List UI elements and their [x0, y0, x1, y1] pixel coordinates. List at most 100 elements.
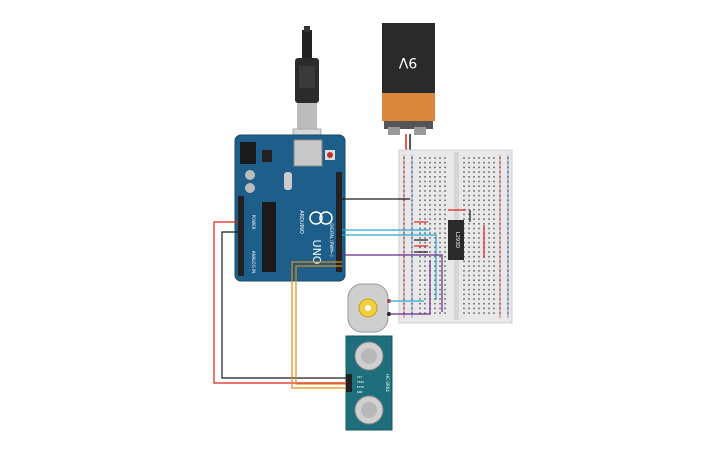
breadboard-hole — [403, 208, 405, 211]
breadboard-hole — [444, 279, 446, 281]
breadboard-hole — [483, 171, 485, 173]
ultrasonic-label: HC-SR04 — [385, 374, 390, 392]
breadboard-hole — [468, 185, 470, 187]
breadboard-hole — [439, 302, 441, 305]
breadboard-hole — [411, 270, 413, 272]
breadboard-hole — [463, 166, 465, 169]
breadboard-hole — [403, 218, 405, 220]
breadboard-hole — [493, 279, 495, 281]
breadboard-hole — [403, 194, 405, 197]
wire-purple-signal[interactable] — [342, 254, 443, 312]
breadboard-hole — [493, 270, 495, 272]
breadboard-hole — [493, 241, 495, 244]
breadboard-hole — [493, 180, 495, 183]
breadboard-hole — [499, 312, 501, 314]
breadboard-hole — [429, 199, 431, 202]
dc-motor[interactable] — [347, 283, 391, 333]
breadboard-hole — [507, 246, 509, 249]
breadboard-hole — [419, 260, 421, 263]
ic-l293d[interactable]: L293D — [448, 220, 464, 260]
breadboard-hole — [478, 312, 480, 314]
breadboard-hole — [488, 180, 490, 183]
breadboard-hole — [507, 284, 509, 286]
ultrasonic-pin-trig: TRIG — [357, 380, 364, 384]
breadboard-hole — [424, 227, 426, 230]
breadboard-hole — [473, 293, 475, 296]
breadboard-hole — [507, 232, 509, 234]
wire-ultrasonic-gnd[interactable] — [221, 231, 346, 379]
breadboard-hole — [403, 270, 405, 272]
breadboard-hole — [473, 176, 475, 178]
breadboard-hole — [419, 293, 421, 296]
breadboard-hole — [483, 284, 485, 286]
breadboard-hole — [439, 241, 441, 244]
breadboard-hole — [493, 171, 495, 173]
breadboard-hole — [403, 166, 405, 169]
breadboard-hole — [434, 251, 436, 253]
breadboard-hole — [468, 166, 470, 169]
breadboard-hole — [488, 213, 490, 216]
breadboard-hole — [488, 199, 490, 202]
breadboard-hole — [468, 312, 470, 314]
breadboard-hole — [434, 298, 436, 300]
breadboard-hole — [429, 241, 431, 244]
breadboard-hole — [493, 237, 495, 239]
breadboard-hole — [463, 161, 465, 164]
ultrasonic-sensor[interactable]: HC-SR04 VCC TRIG ECHO GND — [345, 335, 393, 431]
breadboard-hole — [444, 265, 446, 267]
breadboard-hole — [444, 213, 446, 216]
breadboard-hole — [493, 307, 495, 310]
wire-blue-signal-2[interactable] — [342, 234, 437, 300]
breadboard-hole — [499, 270, 501, 272]
breadboard-hole — [411, 204, 413, 206]
wire-ultrasonic-trig[interactable] — [291, 261, 346, 389]
breadboard-hole — [424, 194, 426, 197]
breadboard-hole — [419, 227, 421, 230]
breadboard-hole — [424, 288, 426, 291]
breadboard-hole — [439, 176, 441, 178]
breadboard-hole — [434, 293, 436, 296]
breadboard-hole — [473, 274, 475, 277]
breadboard-hole — [439, 260, 441, 263]
breadboard-hole — [444, 312, 446, 314]
breadboard-hole — [403, 213, 405, 216]
breadboard-hole — [424, 157, 426, 159]
breadboard-hole — [478, 223, 480, 225]
breadboard-hole — [429, 161, 431, 164]
breadboard-hole — [468, 260, 470, 263]
breadboard-hole — [463, 270, 465, 272]
breadboard-hole — [419, 199, 421, 202]
breadboard-hole — [483, 279, 485, 281]
wire-purple-motor[interactable] — [389, 260, 431, 315]
breadboard-hole — [411, 157, 413, 159]
breadboard-hole — [403, 312, 405, 314]
arduino-uno-board[interactable]: UNO ARDUINO POWER ANALOG IN DIGITAL (PWM… — [234, 134, 346, 282]
breadboard-hole — [493, 251, 495, 253]
breadboard-hole — [411, 185, 413, 187]
breadboard-hole — [468, 255, 470, 258]
breadboard-hole — [403, 227, 405, 230]
breadboard-hole — [429, 251, 431, 253]
breadboard-hole — [424, 302, 426, 305]
breadboard-hole — [463, 185, 465, 187]
breadboard-hole — [429, 218, 431, 220]
breadboard-hole — [473, 237, 475, 239]
battery-9v[interactable]: 9V — [382, 23, 435, 135]
breadboard-hole — [439, 213, 441, 216]
breadboard-hole — [403, 171, 405, 173]
breadboard-hole — [468, 302, 470, 305]
breadboard-hole — [507, 190, 509, 192]
wire-ultrasonic-echo[interactable] — [295, 265, 346, 385]
breadboard-hole — [507, 307, 509, 310]
wire-ultrasonic-vcc[interactable] — [213, 221, 346, 384]
breadboard-hole — [493, 166, 495, 169]
breadboard-hole — [463, 307, 465, 310]
breadboard-hole — [419, 237, 421, 239]
breadboard-hole — [403, 246, 405, 249]
breadboard-hole — [488, 293, 490, 296]
breadboard-hole — [499, 199, 501, 202]
battery-label: 9V — [398, 54, 417, 70]
breadboard-hole — [419, 190, 421, 192]
breadboard-hole — [468, 288, 470, 291]
